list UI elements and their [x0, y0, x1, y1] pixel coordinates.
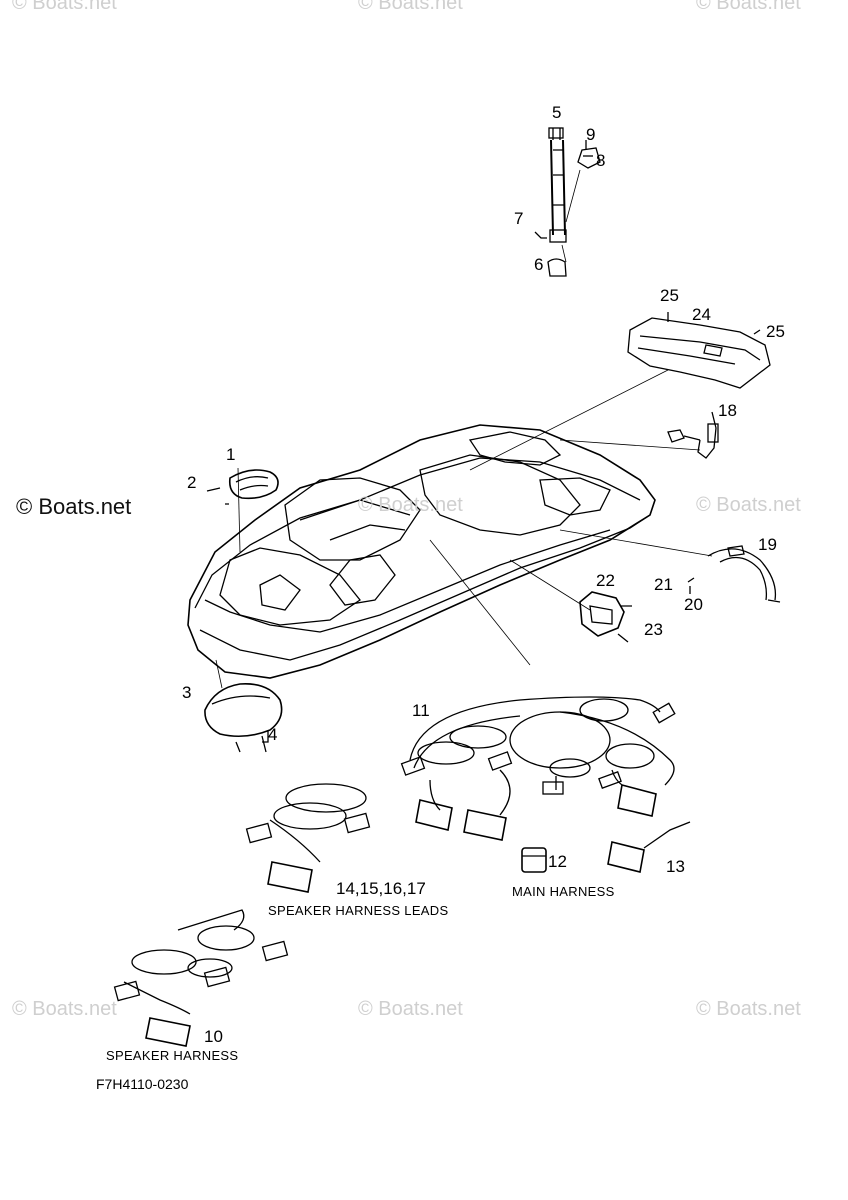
callout-24: 24	[692, 305, 711, 324]
caption-main-harness: MAIN HARNESS	[512, 884, 615, 899]
watermark-top-right: © Boats.net	[696, 0, 801, 14]
watermark-main: © Boats.net	[16, 494, 132, 519]
callout-4: 4	[268, 725, 278, 744]
callout-8: 8	[596, 151, 606, 170]
speaker-harness	[113, 909, 289, 1047]
callout-2: 2	[187, 473, 197, 492]
leader-lines	[215, 369, 713, 689]
callout-5: 5	[552, 103, 562, 122]
watermark-top-left: © Boats.net	[12, 0, 117, 14]
callout-9: 9	[586, 125, 596, 144]
callout-11: 11	[412, 701, 430, 720]
rear-panel	[627, 312, 771, 389]
bracket-19	[687, 545, 781, 603]
caption-speaker-harness: SPEAKER HARNESS	[106, 1048, 239, 1063]
speaker-1	[206, 469, 279, 505]
connector-13	[607, 821, 691, 873]
callout-22: 22	[596, 571, 615, 590]
callout-1: 1	[226, 445, 236, 464]
caption-speaker-harness-leads: SPEAKER HARNESS LEADS	[268, 903, 449, 918]
callout-25-top: 25	[660, 286, 679, 305]
cover-3	[204, 683, 283, 753]
watermark-bottom-center: © Boats.net	[358, 998, 463, 1020]
callout-19: 19	[758, 535, 777, 554]
gas-spring-assembly	[534, 127, 601, 277]
diagram-code: F7H4110-0230	[96, 1076, 189, 1092]
callout-20: 20	[684, 595, 703, 614]
callout-10: 10	[204, 1027, 223, 1046]
watermark-middle-right: © Boats.net	[696, 494, 801, 516]
callout-18: 18	[718, 401, 737, 420]
watermark-bottom-right: © Boats.net	[696, 998, 801, 1020]
sensor-18	[667, 411, 719, 459]
watermark-top-center: © Boats.net	[358, 0, 463, 14]
callout-21: 21	[654, 575, 673, 594]
switch-box-22	[579, 591, 632, 643]
boat-hull	[187, 424, 656, 679]
watermark-bottom-left: © Boats.net	[12, 998, 117, 1020]
connector-12	[521, 847, 547, 873]
callout-23: 23	[644, 620, 663, 639]
callout-14-17: 14,15,16,17	[336, 879, 426, 898]
main-harness	[400, 696, 676, 841]
callout-3: 3	[182, 683, 192, 702]
callout-13: 13	[666, 857, 685, 876]
callout-7: 7	[514, 209, 524, 228]
callout-6: 6	[534, 255, 544, 274]
speaker-harness-leads	[245, 783, 371, 893]
callout-25-right: 25	[766, 322, 785, 341]
watermark-middle-center: © Boats.net	[358, 494, 463, 516]
callout-12: 12	[548, 852, 567, 871]
